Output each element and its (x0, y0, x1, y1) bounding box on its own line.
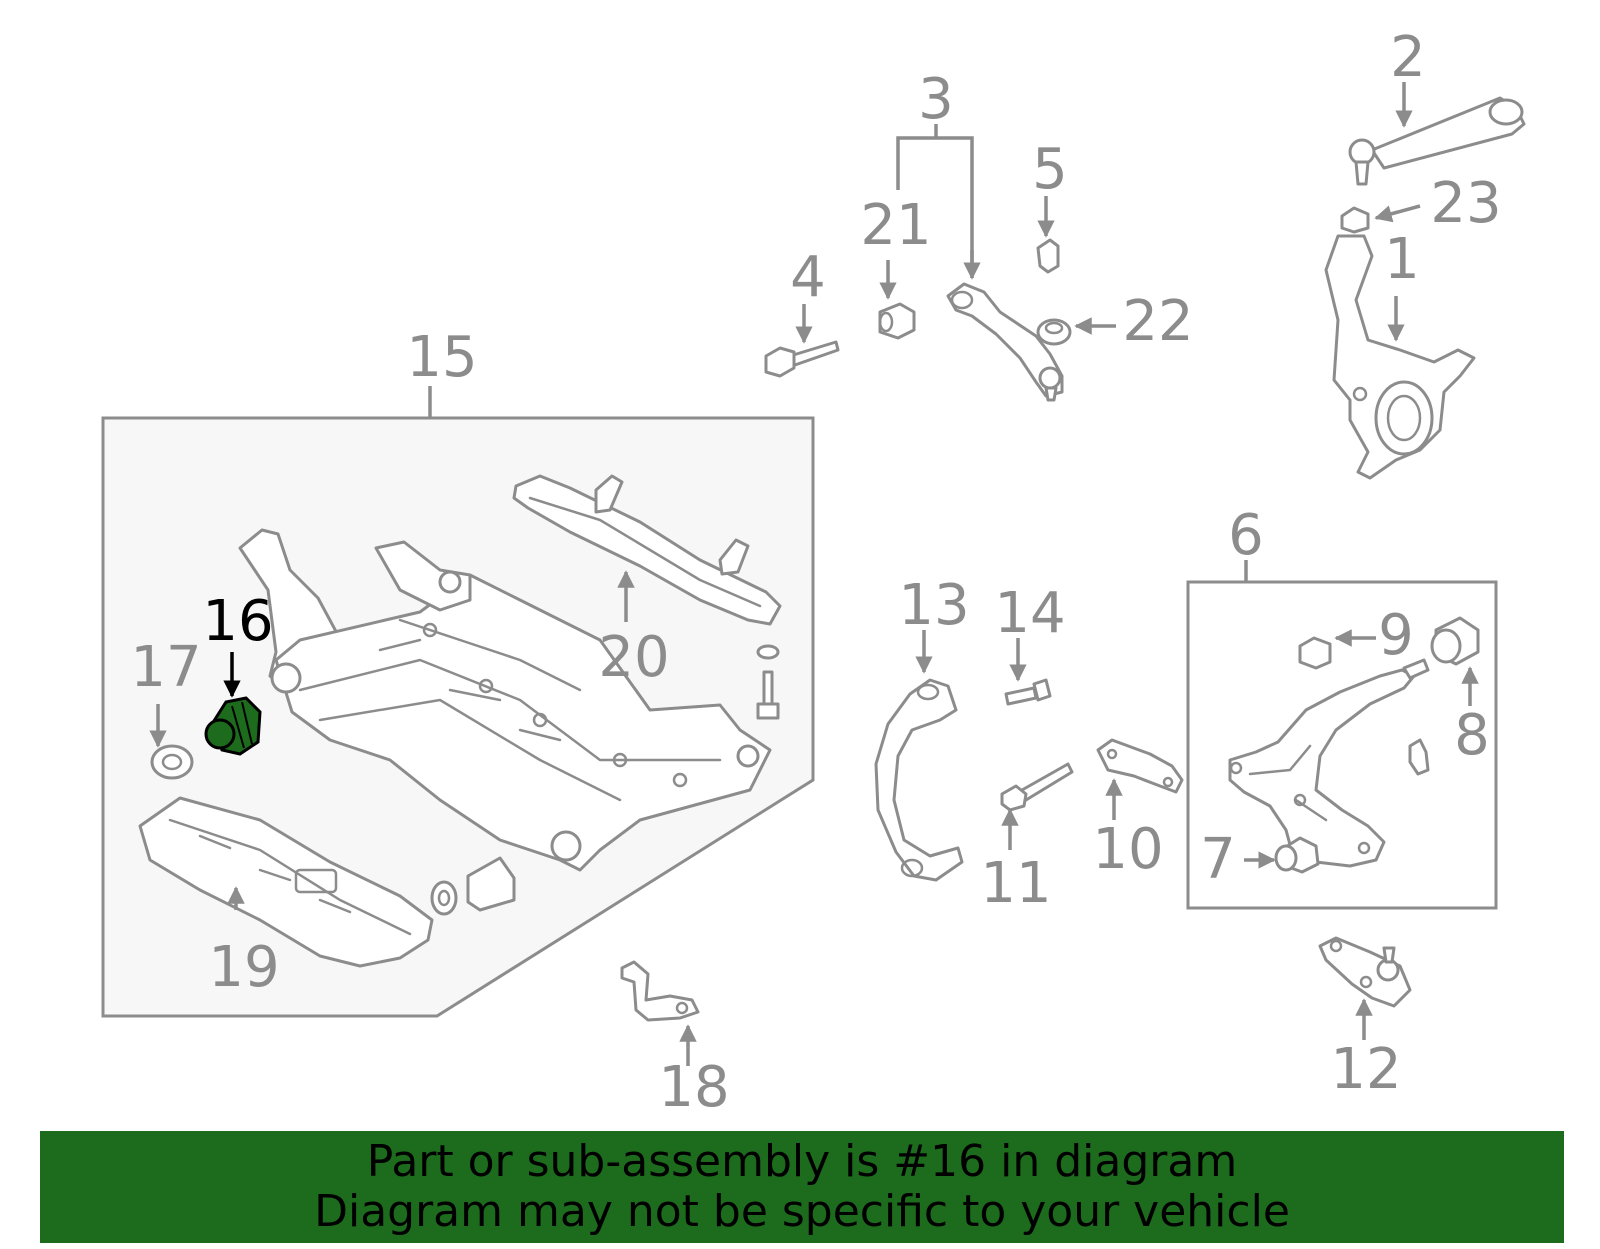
callout-14: 14 (994, 581, 1065, 646)
part-2-link-drawing (1348, 82, 1526, 186)
callout-7: 7 (1200, 827, 1236, 892)
part-18-bracket-drawing (620, 960, 700, 1066)
part-1-knuckle-drawing (1324, 234, 1476, 480)
callout-1: 1 (1384, 227, 1420, 292)
part-4-bolt-drawing (764, 304, 840, 378)
callout-17: 17 (130, 635, 201, 700)
part-23-nut-drawing (1340, 204, 1421, 234)
part-8-bushing-drawing (1430, 616, 1480, 706)
callout-9: 9 (1378, 603, 1414, 668)
info-banner: Part or sub-assembly is #16 in diagram D… (40, 1131, 1564, 1243)
callout-10: 10 (1092, 817, 1163, 882)
callout-18: 18 (658, 1055, 729, 1120)
banner-line-2: Diagram may not be specific to your vehi… (314, 1186, 1290, 1237)
callout-12: 12 (1330, 1037, 1401, 1102)
callout-2: 2 (1390, 25, 1426, 90)
part-11-bolt-drawing (1000, 762, 1074, 850)
callout-11: 11 (980, 851, 1051, 916)
part-13-arm-drawing (874, 630, 964, 882)
part-14-bolt-drawing (1004, 638, 1052, 706)
part-12-ball-joint-drawing (1318, 936, 1412, 1040)
part-21-bushing-drawing (878, 260, 916, 340)
part-6-control-arm-drawing (1228, 658, 1430, 868)
part-9-nut-drawing (1298, 629, 1376, 670)
callout-6: 6 (1228, 503, 1264, 568)
callout-5: 5 (1032, 137, 1068, 202)
callout-23: 23 (1430, 171, 1501, 236)
part-7-bushing-drawing (1244, 836, 1320, 874)
callout-15: 15 (406, 325, 477, 390)
part-10-bracket-drawing (1096, 738, 1184, 820)
part-16-bushing-highlighted[interactable] (204, 652, 262, 756)
crossmember-drawing (238, 528, 772, 872)
part-17-washer-drawing (149, 704, 194, 780)
callout-19: 19 (208, 935, 279, 1000)
part-3-arm-drawing (946, 282, 1064, 402)
banner-line-1: Part or sub-assembly is #16 in diagram (366, 1136, 1238, 1187)
bolt-near-20-drawing (756, 644, 780, 720)
part-20-brace-drawing (512, 474, 782, 626)
small-clip-drawing (1408, 738, 1430, 776)
callout-20: 20 (598, 625, 669, 690)
bushing-washer-drawing (430, 856, 516, 916)
callout-21: 21 (860, 193, 931, 258)
part-5-nut-drawing (1036, 196, 1060, 274)
callout-22: 22 (1122, 289, 1193, 354)
callout-16: 16 (202, 589, 273, 654)
callout-3: 3 (918, 67, 954, 132)
callout-13: 13 (898, 573, 969, 638)
part-22-bushing-drawing (1036, 317, 1116, 346)
callout-8: 8 (1454, 703, 1490, 768)
part-19-plate-drawing (138, 796, 434, 968)
callout-4: 4 (790, 245, 826, 310)
